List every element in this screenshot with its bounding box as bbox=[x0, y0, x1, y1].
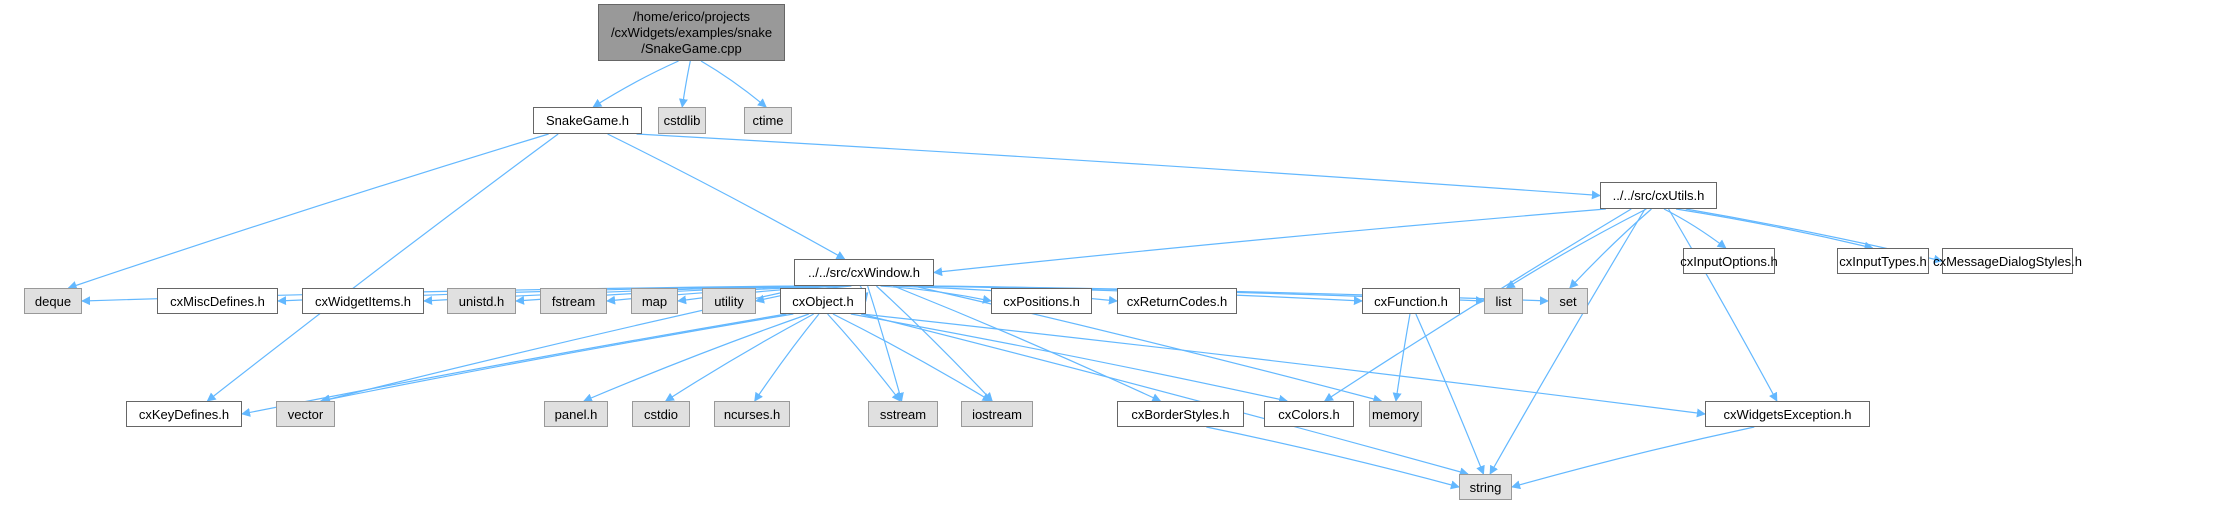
node-cstdlib: cstdlib bbox=[658, 107, 706, 134]
root-label-line-3: /SnakeGame.cpp bbox=[641, 40, 742, 56]
edge-cxfunction-to-memory bbox=[1392, 313, 1411, 402]
node-cxpositions-h[interactable]: cxPositions.h bbox=[991, 288, 1092, 314]
node-cxwidgetsexception-h[interactable]: cxWidgetsException.h bbox=[1705, 401, 1870, 427]
node-cxmessagedialogstyles-h[interactable]: cxMessageDialogStyles.h bbox=[1933, 248, 2082, 274]
node-cxcolors-h[interactable]: cxColors.h bbox=[1264, 401, 1354, 427]
edge-cxwindow-to-iostream bbox=[876, 285, 993, 402]
node-vector: vector bbox=[276, 401, 335, 427]
edge-snakegame_h-to-cxkeydefines bbox=[206, 133, 559, 402]
node-cxkeydefines-h[interactable]: cxKeyDefines.h bbox=[126, 401, 242, 427]
node-cxobject-h[interactable]: cxObject.h bbox=[780, 288, 866, 314]
edge-cxfunction-to-string bbox=[1415, 313, 1485, 475]
edge-cxutils-to-cxinputtypes bbox=[1675, 208, 1874, 251]
edge-cxobject-to-sstream bbox=[827, 313, 901, 402]
node-ctime: ctime bbox=[744, 107, 792, 134]
edge-snakegame_h-to-cxutils bbox=[636, 133, 1601, 200]
edge-cxwindow-to-cxborderstyles bbox=[893, 285, 1162, 402]
edge-cxobject-to-cstdio bbox=[664, 313, 814, 402]
edge-snakegame_h-to-deque bbox=[67, 133, 549, 290]
edge-cxobject-to-ncurses bbox=[754, 313, 820, 402]
edge-cxobject-to-cxcolors bbox=[850, 313, 1289, 404]
node-cxinputoptions-h[interactable]: cxInputOptions.h bbox=[1680, 248, 1778, 274]
edge-cxobject-to-vector bbox=[319, 313, 794, 404]
edge-cxwindow-to-set bbox=[926, 285, 1549, 306]
node-utility: utility bbox=[702, 288, 756, 314]
node-map: map bbox=[631, 288, 678, 314]
node-set: set bbox=[1548, 288, 1588, 314]
root-label-line-2: /cxWidgets/examples/snake bbox=[610, 24, 773, 40]
edge-cxwindow-to-sstream bbox=[867, 285, 904, 402]
node-cxutils-h[interactable]: ../../src/cxUtils.h bbox=[1600, 182, 1717, 209]
edge-cxutils-to-set bbox=[1569, 208, 1652, 289]
node-iostream: iostream bbox=[961, 401, 1033, 427]
edge-cxobject-to-iostream bbox=[832, 313, 992, 402]
node-ncurses-h: ncurses.h bbox=[714, 401, 790, 427]
node-cxborderstyles-h[interactable]: cxBorderStyles.h bbox=[1117, 401, 1244, 427]
node-fstream: fstream bbox=[540, 288, 607, 314]
node-cxwidgetitems-h[interactable]: cxWidgetItems.h bbox=[302, 288, 424, 314]
node-unistd-h: unistd.h bbox=[447, 288, 516, 314]
edge-cxutils-to-cxwindow bbox=[933, 208, 1606, 277]
node-string: string bbox=[1459, 474, 1512, 500]
edge-cxutils-to-string bbox=[1489, 208, 1646, 475]
node-sstream: sstream bbox=[868, 401, 938, 427]
node-snakegame-h[interactable]: SnakeGame.h bbox=[533, 107, 642, 134]
edge-cxwindow-to-map bbox=[677, 285, 845, 305]
node-deque: deque bbox=[24, 288, 82, 314]
node-cstdio: cstdio bbox=[632, 401, 690, 427]
edge-cxobject-to-string bbox=[860, 313, 1469, 477]
edge-root-to-snakegame_h bbox=[592, 60, 679, 108]
node-memory: memory bbox=[1369, 401, 1422, 427]
edge-cxborderstyles-to-string bbox=[1206, 426, 1460, 490]
node-cxmiscdefines-h[interactable]: cxMiscDefines.h bbox=[157, 288, 278, 314]
root-label-line-1: /home/erico/projects bbox=[632, 8, 751, 24]
edge-cxobject-to-cxkeydefines bbox=[241, 313, 787, 417]
node-list: list bbox=[1484, 288, 1523, 314]
edge-cxwidgetsexception-to-string bbox=[1511, 426, 1755, 490]
node-cxinputtypes-h[interactable]: cxInputTypes.h bbox=[1837, 248, 1929, 274]
node-snakegame-cpp: /home/erico/projects /cxWidgets/examples… bbox=[598, 4, 785, 61]
edge-root-to-cstdlib bbox=[678, 60, 691, 108]
edge-cxutils-to-list bbox=[1505, 208, 1647, 289]
edge-cxwindow-to-memory bbox=[913, 285, 1383, 404]
node-cxreturncodes-h[interactable]: cxReturnCodes.h bbox=[1117, 288, 1237, 314]
edge-cxutils-to-cxwidgetsexception bbox=[1668, 208, 1778, 402]
node-panel-h: panel.h bbox=[544, 401, 608, 427]
node-cxfunction-h[interactable]: cxFunction.h bbox=[1362, 288, 1460, 314]
edge-cxwindow-to-cxpositions bbox=[880, 285, 992, 304]
edge-root-to-ctime bbox=[700, 60, 767, 108]
edge-cxobject-to-cxwidgetsexception bbox=[861, 313, 1706, 418]
node-cxwindow-h[interactable]: ../../src/cxWindow.h bbox=[794, 259, 934, 286]
edge-snakegame_h-to-cxwindow bbox=[607, 133, 846, 260]
edge-cxobject-to-panel bbox=[583, 313, 810, 402]
